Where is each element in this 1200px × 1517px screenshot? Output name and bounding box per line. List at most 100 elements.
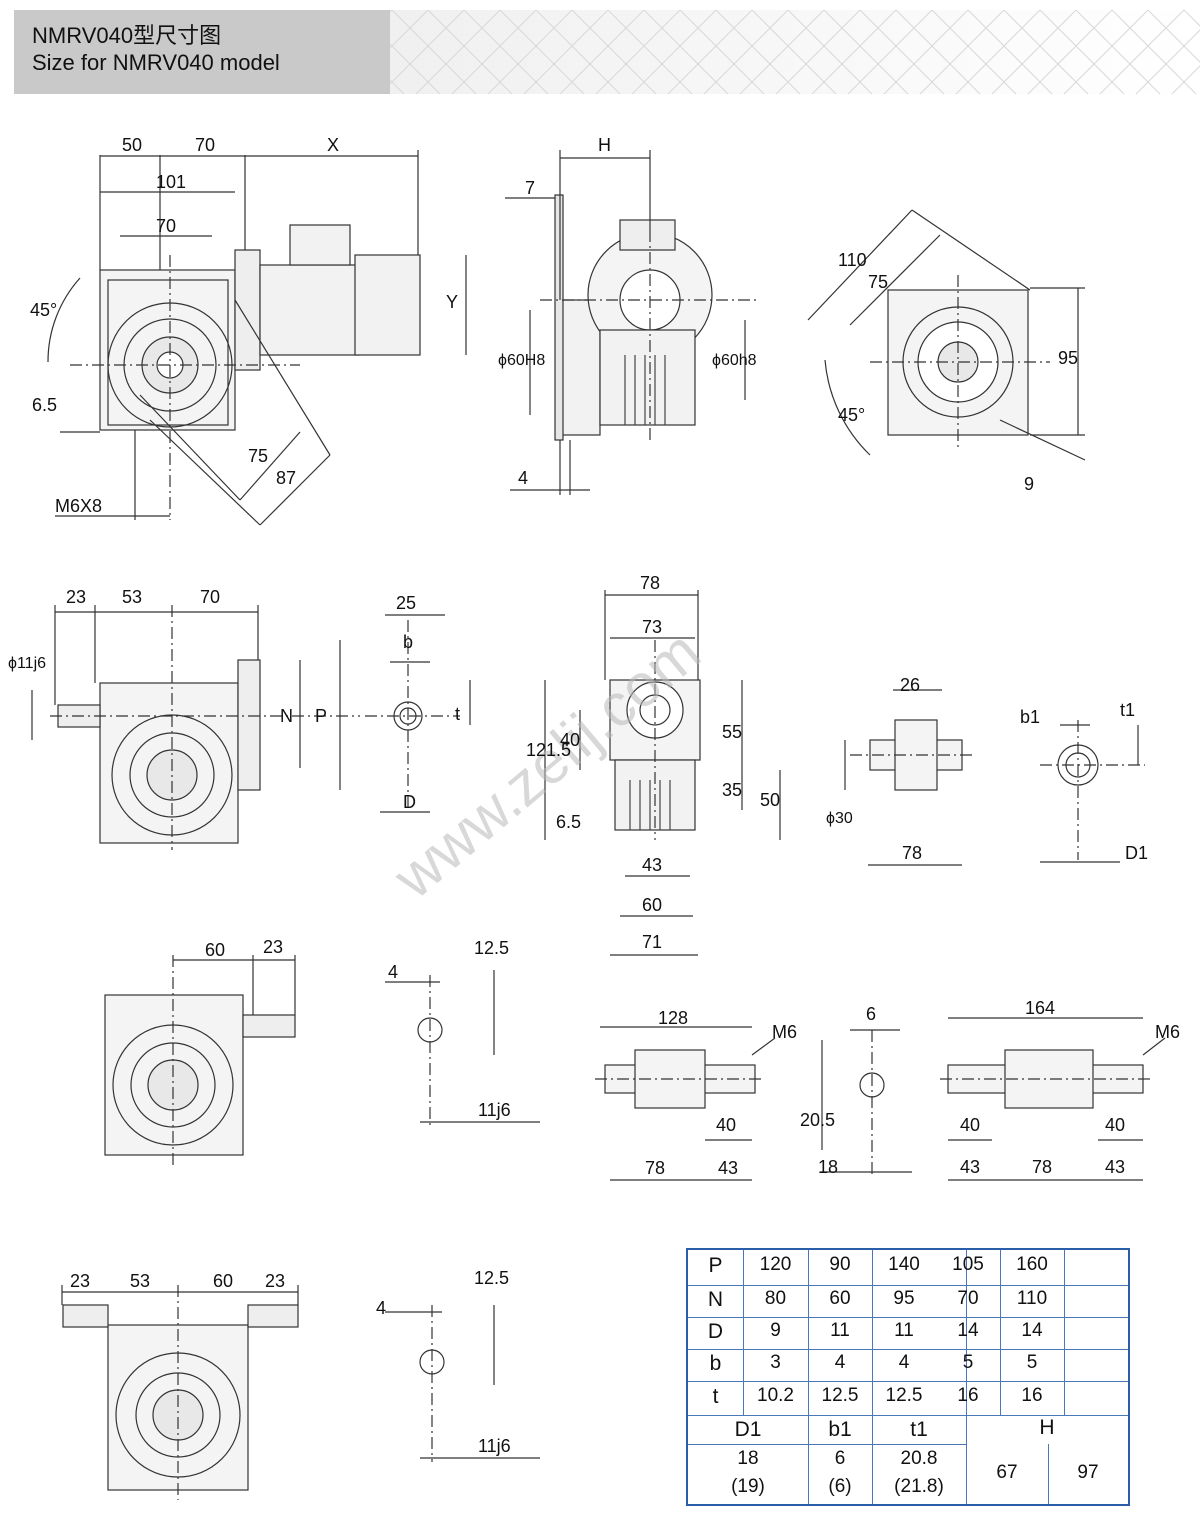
- dim-label: H: [598, 135, 611, 155]
- table-cell: 12.5: [885, 1385, 923, 1406]
- table-cell: 18: [737, 1448, 759, 1469]
- view-single-output: [595, 1026, 776, 1181]
- dim-label: X: [327, 135, 340, 155]
- spec-table: P 120 90 140 105 160 N 80 60 95 70 110 D…: [686, 1248, 1130, 1506]
- dim-label: D1: [1125, 843, 1149, 863]
- dim-label: 23: [66, 587, 87, 607]
- table-cell: 11: [894, 1320, 914, 1341]
- table-cell: 6: [834, 1448, 846, 1469]
- dim-label: ϕ60H8: [498, 352, 546, 369]
- table-cell: 80: [764, 1288, 787, 1309]
- dim-label: Y: [446, 292, 459, 312]
- view-hollow-shaft: [844, 689, 975, 866]
- table-cell: 67: [996, 1462, 1018, 1483]
- table-cell: 20.8: [900, 1448, 938, 1469]
- dim-label: 12.5: [474, 938, 510, 958]
- dim-label: ϕ11j6: [8, 655, 47, 672]
- table-cell: 60: [829, 1288, 851, 1309]
- dim-label: 60: [642, 895, 663, 915]
- dim-label: 55: [722, 722, 743, 742]
- dim-label: 12.5: [474, 1268, 510, 1288]
- table-cell: 9: [770, 1320, 781, 1341]
- table-cell: 11: [830, 1320, 850, 1341]
- row-label: P: [708, 1254, 723, 1277]
- header-h: H: [1039, 1416, 1055, 1439]
- dim-label: 11j6: [478, 1436, 511, 1456]
- dim-label: 70: [195, 135, 216, 155]
- table-cell: 160: [1016, 1254, 1048, 1275]
- table-cell: (21.8): [894, 1476, 944, 1497]
- dim-label: 70: [156, 216, 177, 236]
- view-output-key: [820, 1029, 912, 1175]
- table-cell: 90: [829, 1254, 851, 1275]
- table-cell: 4: [898, 1352, 910, 1373]
- dim-label: 4: [376, 1298, 387, 1318]
- dim-label: 4: [518, 468, 529, 488]
- header-banner: NMRV040型尺寸图 Size for NMRV040 model: [14, 10, 1200, 94]
- view-double-output: [940, 1017, 1166, 1181]
- dim-label: b1: [1020, 707, 1041, 727]
- dim-label: 78: [645, 1158, 666, 1178]
- dim-label: M6: [772, 1022, 798, 1042]
- dim-label: 4: [388, 962, 399, 982]
- table-cell: 5: [962, 1352, 974, 1373]
- dim-label: t1: [1120, 700, 1136, 720]
- title-chinese: NMRV040型尺寸图: [32, 23, 222, 48]
- dim-label: 23: [263, 937, 284, 957]
- view-shaft-key-1: [385, 970, 540, 1125]
- dim-label: 121.5: [526, 740, 572, 760]
- dim-label: 20.5: [800, 1110, 836, 1130]
- table-cell: 14: [1021, 1320, 1043, 1341]
- table-cell: 3: [770, 1352, 781, 1373]
- header-t1: t1: [910, 1418, 928, 1441]
- table-cell: 4: [834, 1352, 846, 1373]
- header-b1: b1: [828, 1418, 852, 1441]
- row-label: t: [712, 1385, 719, 1408]
- dim-label: 78: [640, 573, 661, 593]
- table-cell: (19): [731, 1476, 765, 1497]
- dim-label: 43: [960, 1157, 981, 1177]
- dim-label: 75: [248, 446, 269, 466]
- dim-label: 43: [1105, 1157, 1126, 1177]
- table-cell: 120: [759, 1254, 792, 1275]
- view-front: [544, 590, 781, 956]
- dim-label: 95: [1058, 348, 1079, 368]
- row-label: D: [707, 1320, 724, 1343]
- dim-label: 60: [213, 1271, 234, 1291]
- dim-label: 6: [866, 1004, 877, 1024]
- view-second-left: [31, 605, 360, 850]
- table-cell: 105: [952, 1254, 984, 1275]
- dim-label: ϕ30: [826, 810, 853, 827]
- dim-label: 164: [1025, 998, 1056, 1018]
- dim-label: 78: [1032, 1157, 1053, 1177]
- view-bottom-left: [61, 1285, 299, 1500]
- dim-label: 43: [718, 1158, 739, 1178]
- dim-label: 6.5: [32, 395, 58, 415]
- dim-label: 18: [818, 1157, 839, 1177]
- dim-label: 26: [900, 675, 921, 695]
- table-cell: 5: [1026, 1352, 1038, 1373]
- dim-label: 50: [122, 135, 143, 155]
- view-top-middle: [505, 150, 760, 495]
- dim-label: 87: [276, 468, 297, 488]
- dim-label: 101: [156, 172, 187, 192]
- table-cell: 97: [1077, 1462, 1099, 1483]
- title-box: NMRV040型尺寸图 Size for NMRV040 model: [14, 10, 390, 94]
- dim-label: 40: [716, 1115, 737, 1135]
- dim-label: 40: [1105, 1115, 1126, 1135]
- view-top-right: [807, 209, 1086, 461]
- dim-label: 78: [902, 843, 923, 863]
- row-label: b: [709, 1352, 722, 1375]
- dim-label: 25: [396, 593, 417, 613]
- dim-label: P: [315, 706, 328, 726]
- dim-label: M6X8: [55, 496, 103, 516]
- dim-label: t: [455, 704, 461, 724]
- dim-label: 60: [205, 940, 226, 960]
- dim-label: ϕ60h8: [712, 352, 757, 369]
- dim-label: D: [403, 792, 416, 812]
- view-shaft-key-2: [385, 1305, 540, 1462]
- dim-label: 9: [1024, 474, 1035, 494]
- dim-label: 128: [658, 1008, 689, 1028]
- dim-label: 6.5: [556, 812, 582, 832]
